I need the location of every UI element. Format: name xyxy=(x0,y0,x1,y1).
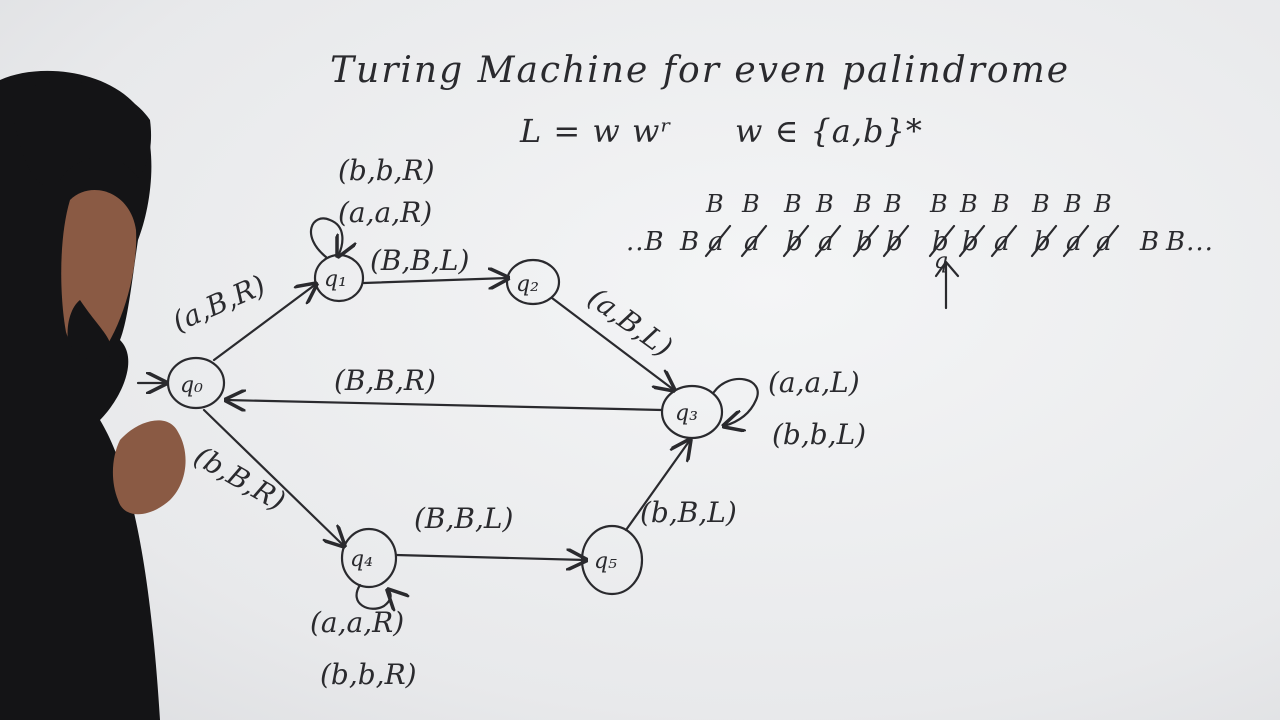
tape-strike xyxy=(958,224,986,258)
tape-overwrite-mark: B xyxy=(705,190,724,218)
board-title: Turing Machine for even palindrome xyxy=(330,50,1070,91)
tape-strike xyxy=(882,224,910,258)
label-q3-loop-2: (b,b,L) xyxy=(772,418,866,451)
tape-overwrite-mark: B xyxy=(959,190,978,218)
tape-strike xyxy=(740,224,768,258)
tape-overwrite-mark: B xyxy=(783,190,802,218)
state-q4: q₄ xyxy=(340,527,398,589)
edge-q5-q3 xyxy=(624,440,690,532)
label-q4-q5: (B,B,L) xyxy=(414,502,513,535)
alphabet-definition: w ∈ {a,b}* xyxy=(735,112,923,150)
tape-overwrite-mark: B xyxy=(815,190,834,218)
tape-strike xyxy=(814,224,842,258)
edge-q1-q2 xyxy=(362,278,508,283)
label-q3-q0: (B,B,R) xyxy=(334,364,436,397)
tape-strike xyxy=(852,224,880,258)
tape-overwrite-mark: B xyxy=(853,190,872,218)
tape-overwrite-mark: B xyxy=(991,190,1010,218)
tape-strike xyxy=(782,224,810,258)
loop-q3 xyxy=(712,377,759,426)
state-q3-label: q₃ xyxy=(675,401,698,426)
label-q1-loop-1: (b,b,R) xyxy=(338,154,435,187)
tape-overwrite-mark: B xyxy=(1063,190,1082,218)
tape-overwrite-mark: B xyxy=(1093,190,1112,218)
tape-overwrite-mark: B xyxy=(1031,190,1050,218)
label-q5-q3: (b,B,L) xyxy=(640,496,737,529)
label-q3-loop-1: (a,a,L) xyxy=(768,366,860,399)
language-definition: L = w wʳ xyxy=(519,112,672,150)
edge-q2-q3 xyxy=(550,296,674,390)
state-q1-label: q₁ xyxy=(324,267,347,292)
tape-overwrite-mark: B xyxy=(741,190,760,218)
tape-overwrite-mark: B xyxy=(929,190,948,218)
tape-strike xyxy=(704,224,732,258)
label-q4-loop-2: (b,b,R) xyxy=(320,658,417,691)
label-q1-loop-2: (a,a,R) xyxy=(338,196,432,229)
tape-strike xyxy=(928,224,956,258)
tape-strikes xyxy=(704,224,1120,258)
edge-q0-q1 xyxy=(212,284,316,362)
state-q0-label: q₀ xyxy=(180,373,203,398)
edge-q3-q0 xyxy=(226,400,664,410)
edge-q0-q4 xyxy=(202,408,344,546)
tape-strike xyxy=(1092,224,1120,258)
tape-cell: B xyxy=(679,227,700,257)
state-q2-label: q₂ xyxy=(516,272,539,297)
loop-q1 xyxy=(309,217,342,257)
tape-head-state: q xyxy=(934,249,948,274)
tape-cell: B... xyxy=(1165,227,1214,257)
tape-strike xyxy=(990,224,1018,258)
tape-head-arrow xyxy=(934,260,960,310)
tape-strike xyxy=(1062,224,1090,258)
tape-strike xyxy=(1030,224,1058,258)
state-q5-label: q₅ xyxy=(594,549,617,574)
state-q4-label: q₄ xyxy=(350,547,373,572)
tape-cell: ..B xyxy=(626,227,665,257)
label-q4-loop-1: (a,a,R) xyxy=(310,606,404,639)
tape-cell: B xyxy=(1139,227,1160,257)
loop-q4 xyxy=(355,583,391,609)
edge-q4-q5 xyxy=(394,555,586,560)
tape-overwrite-mark: B xyxy=(883,190,902,218)
label-q1-q2: (B,B,L) xyxy=(370,244,469,277)
